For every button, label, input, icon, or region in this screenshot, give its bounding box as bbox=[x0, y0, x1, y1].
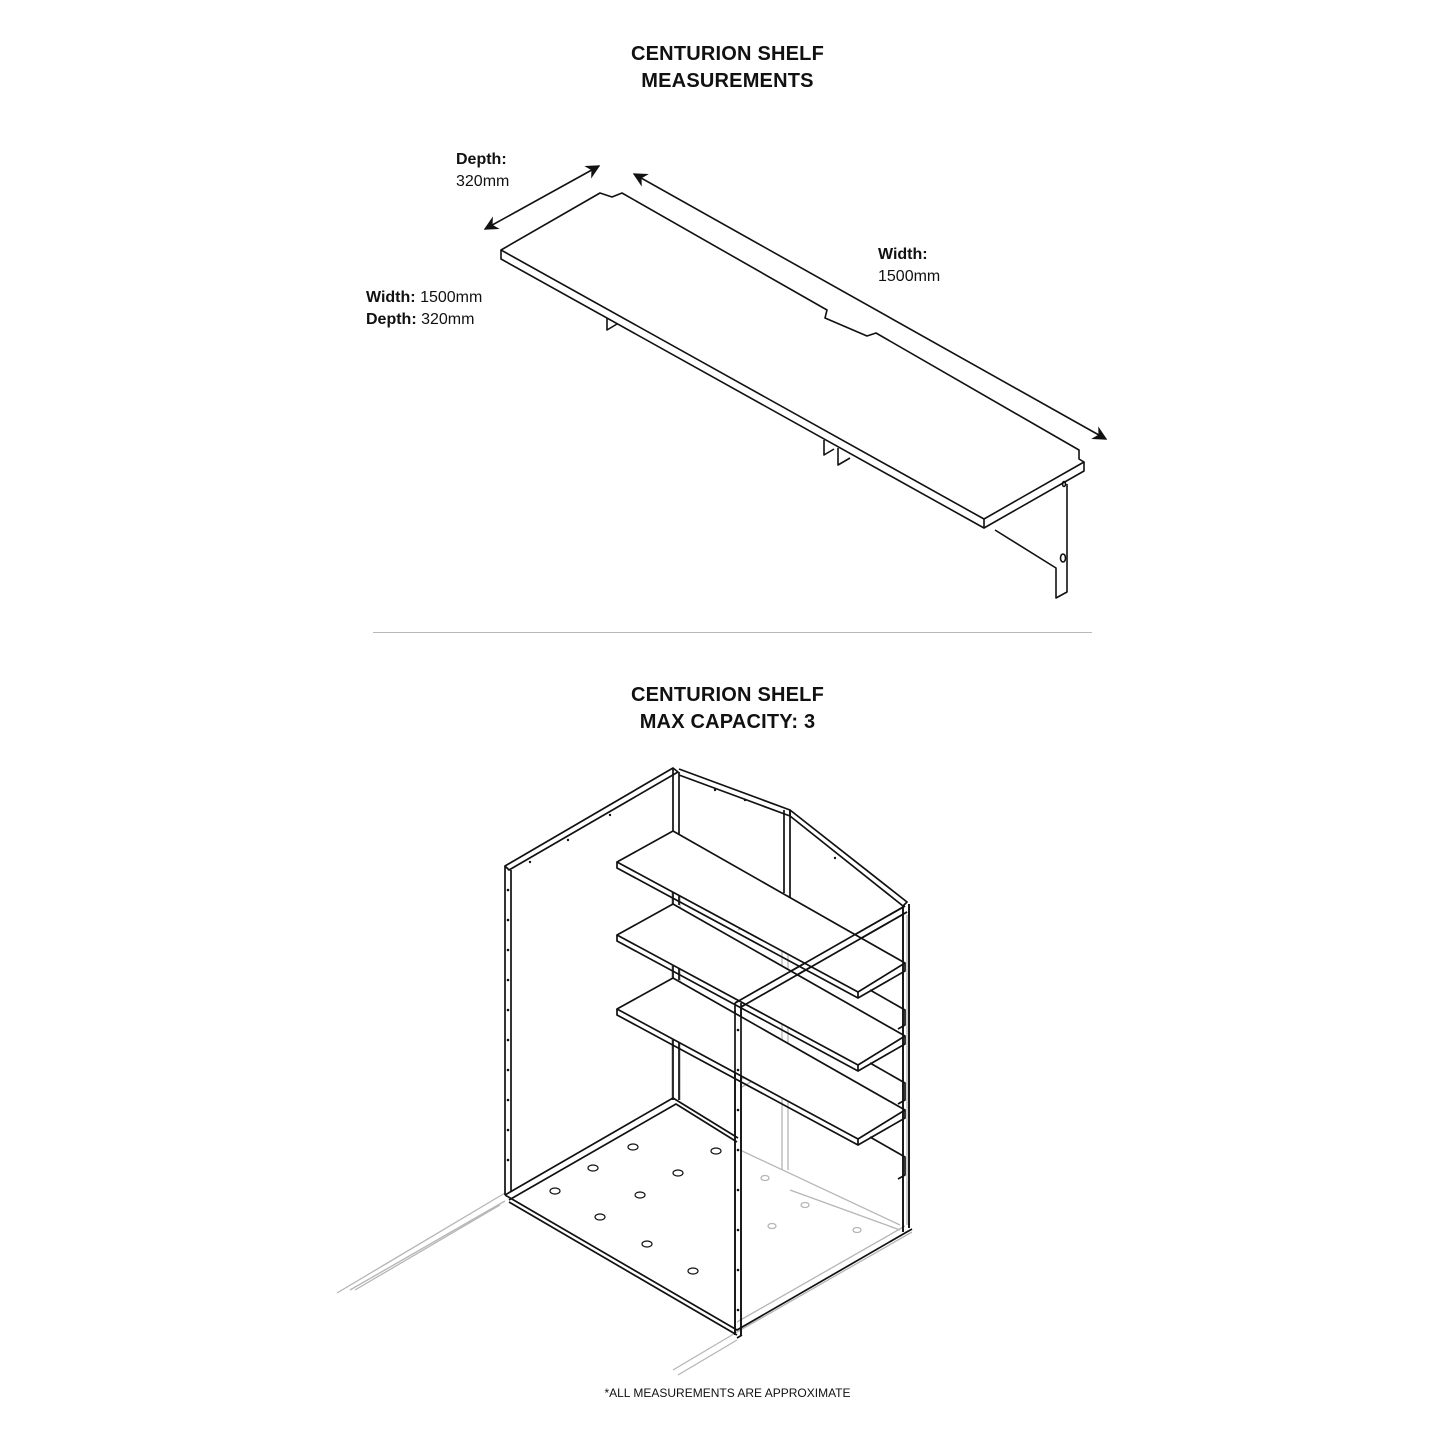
summary-depth-key: Depth: bbox=[366, 311, 417, 328]
measurements-title-line1: CENTURION SHELF bbox=[631, 43, 824, 65]
single-shelf-drawing bbox=[483, 165, 1108, 599]
summary-width-key: Width: bbox=[366, 289, 416, 306]
summary-width-value: 1500mm bbox=[420, 289, 483, 306]
dimensions-summary: Width: 1500mm Depth: 320mm bbox=[366, 287, 482, 331]
section-divider bbox=[373, 632, 1092, 633]
capacity-title-line1: CENTURION SHELF bbox=[631, 684, 824, 706]
capacity-title-line2: MAX CAPACITY: 3 bbox=[639, 711, 816, 733]
depth-key: Depth: bbox=[456, 151, 507, 168]
width-arrow bbox=[632, 173, 1108, 440]
depth-arrow bbox=[483, 165, 601, 230]
approximate-measurements-footnote: *ALL MEASUREMENTS ARE APPROXIMATE bbox=[604, 1386, 851, 1400]
summary-depth-value: 320mm bbox=[421, 311, 475, 328]
measurements-title-line2: MEASUREMENTS bbox=[641, 70, 814, 92]
